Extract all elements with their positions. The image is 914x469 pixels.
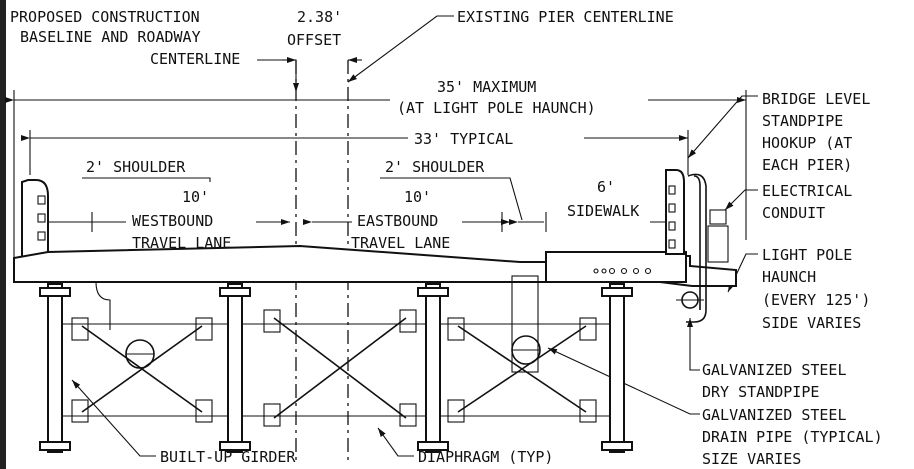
dimension-labels: 35' MAXIMUM (AT LIGHT POLE HAUNCH) 33' T… [86,78,639,252]
built-up-girder-label: BUILT-UP GIRDER [160,448,296,466]
existing-pier-centerline-label: EXISTING PIER CENTERLINE [457,8,674,26]
proposed-baseline-label-3: CENTERLINE [150,50,240,68]
left-shoulder-label: 2' SHOULDER [86,158,186,176]
drain-pipe-label-3: SIZE VARIES [702,450,801,468]
eastbound-width-label: 10' [404,188,431,206]
diaphragm-label: DIAPHRAGM (TYP) [418,448,553,466]
proposed-baseline-label-1: PROPOSED CONSTRUCTION [10,8,200,26]
sidewalk-width-label: 6' [597,178,615,196]
top-left-labels: PROPOSED CONSTRUCTION BASELINE AND ROADW… [10,8,674,68]
eastbound-label-1: EASTBOUND [357,212,438,230]
dry-standpipe-label-1: GALVANIZED STEEL [702,361,847,379]
steel-girders [39,283,633,453]
standpipe-label-3: HOOKUP (AT [762,134,852,152]
offset-value-label: 2.38' [297,8,342,26]
max-width-label-2: (AT LIGHT POLE HAUNCH) [397,99,596,117]
right-callout-labels: BRIDGE LEVEL STANDPIPE HOOKUP (AT EACH P… [702,90,883,468]
right-shoulder-label: 2' SHOULDER [385,158,485,176]
eastbound-label-2: TRAVEL LANE [351,234,450,252]
conduit-dots [593,267,652,275]
haunch-label-2: HAUNCH [762,268,816,286]
cross-bracing [62,275,610,427]
dimension-lines [5,90,747,260]
drain-pipe-label-2: DRAIN PIPE (TYPICAL) [702,428,883,446]
standpipe-label-4: EACH PIER) [762,156,852,174]
bridge-deck [13,169,737,323]
max-width-label-1: 35' MAXIMUM [437,78,536,96]
dry-standpipe-label-2: DRY STANDPIPE [702,383,819,401]
offset-word-label: OFFSET [287,31,341,49]
proposed-baseline-label-2: BASELINE AND ROADWAY [20,28,201,46]
standpipe-label-2: STANDPIPE [762,112,843,130]
westbound-width-label: 10' [182,188,209,206]
haunch-label-4: SIDE VARIES [762,314,861,332]
standpipe-label-1: BRIDGE LEVEL [762,90,870,108]
electrical-conduit-label-2: CONDUIT [762,204,825,222]
haunch-label-3: (EVERY 125') [762,291,870,309]
haunch-label-1: LIGHT POLE [762,246,852,264]
westbound-label-1: WESTBOUND [132,212,213,230]
sidewalk-label: SIDEWALK [567,202,639,220]
bottom-labels: BUILT-UP GIRDER DIAPHRAGM (TYP) [160,448,553,466]
electrical-conduit-label-1: ELECTRICAL [762,182,852,200]
drain-pipe-label-1: GALVANIZED STEEL [702,406,847,424]
frame-left-edge [0,0,6,469]
typical-width-label: 33' TYPICAL [414,130,513,148]
